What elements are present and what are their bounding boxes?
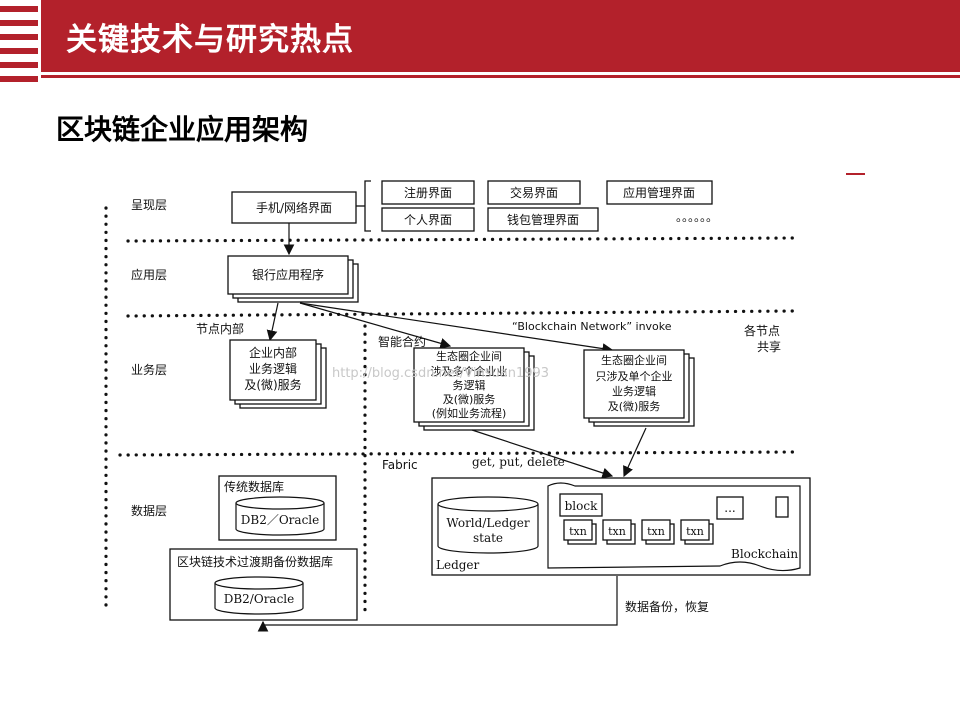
blockchain-label: Blockchain: [731, 547, 798, 561]
mobile-web-interface-box: [231, 191, 357, 224]
txn-box-1: [563, 519, 593, 541]
single-enterprise-line4: 及(微)服务: [608, 399, 661, 413]
internal-service-line2: 业务逻辑: [249, 361, 297, 376]
arrow-app-to-multi: [299, 302, 452, 349]
txn-label-4: txn: [686, 525, 704, 538]
arrow-app-to-internal: [266, 302, 279, 342]
wallet-management-interface-label: 钱包管理界面: [507, 212, 579, 227]
multi-enterprise-box: [413, 347, 525, 423]
txn-box-3: [641, 519, 671, 541]
block-label: block: [565, 499, 598, 513]
register-interface-label: 注册界面: [404, 185, 452, 200]
traditional-db-cylinder-top: [235, 496, 325, 510]
page-title: 关键技术与研究热点: [66, 22, 354, 58]
multi-enterprise-line5: (例如业务流程): [432, 406, 507, 420]
smart-contract-label: 智能合约: [378, 334, 426, 349]
backup-restore-label: 数据备份，恢复: [625, 599, 709, 614]
layer-label-application: 应用层: [131, 267, 167, 282]
block-box: [559, 493, 603, 517]
single-enterprise-line3: 业务逻辑: [612, 384, 656, 398]
bank-app-box: [227, 255, 349, 295]
multi-enterprise-line1: 生态圈企业间: [436, 349, 502, 363]
transition-db-cylinder-top: [214, 576, 304, 590]
personal-interface-label: 个人界面: [404, 213, 452, 227]
header-bar: [41, 0, 960, 72]
trade-interface-label: 交易界面: [510, 185, 558, 200]
wallet-management-interface-box: [487, 207, 599, 232]
get-put-delete-label: get, put, delete: [472, 455, 565, 469]
layer-separator: [118, 450, 797, 457]
transition-db-label: 区块链技术过渡期备份数据库: [177, 554, 333, 569]
ledger-label: Ledger: [436, 558, 480, 572]
multi-enterprise-line4: 及(微)服务: [443, 392, 496, 406]
layer-label-presentation: 呈现层: [131, 198, 167, 212]
layer-label-business: 业务层: [131, 362, 167, 377]
trade-interface-box: [487, 180, 581, 205]
single-enterprise-line1: 生态圈企业间: [601, 353, 667, 367]
world-state-line1: World/Ledger: [446, 516, 530, 530]
world-state-cylinder: [437, 504, 539, 554]
section-subtitle: 区块链企业应用架构: [56, 113, 309, 146]
internal-service-line1: 企业内部: [249, 345, 297, 360]
watermark: http://blog.csdn.net/Vinsuan1993: [332, 366, 549, 381]
shared-label-line2: 共享: [757, 339, 781, 354]
txn-box-4: [680, 519, 710, 541]
shared-label-line1: 各节点: [744, 323, 780, 338]
node-internal-label: 节点内部: [196, 321, 244, 336]
traditional-db-engine: DB2／Oracle: [241, 513, 319, 527]
more-interfaces-ellipsis: 。。。。。。: [676, 210, 718, 224]
transition-db-engine: DB2/Oracle: [224, 592, 295, 606]
mobile-web-interface-label: 手机/网络界面: [256, 200, 332, 215]
multi-enterprise-line2: 涉及多个企业业: [431, 364, 508, 378]
single-enterprise-line2: 只涉及单个企业: [596, 369, 673, 383]
personal-interface-box: [381, 207, 475, 232]
ellipsis-box: [716, 496, 744, 520]
arrow-app-to-single: [299, 302, 614, 354]
register-interface-box: [381, 180, 475, 205]
arrow-multi-to-ledger: [471, 429, 614, 479]
header-underline: [41, 75, 960, 78]
app-management-interface-label: 应用管理界面: [623, 185, 695, 200]
traditional-db-cylinder: [235, 503, 325, 536]
layer-label-data: 数据层: [131, 503, 167, 518]
header-stripes-decoration: [0, 0, 38, 85]
ui-group-bracket: [364, 180, 371, 232]
ellipsis-label: ...: [724, 501, 735, 515]
transition-db-cylinder: [214, 583, 304, 615]
layer-separator: [126, 236, 797, 243]
fabric-label: Fabric: [382, 458, 418, 472]
app-management-interface-box: [606, 180, 713, 205]
world-state-cylinder-top: [437, 496, 539, 512]
traditional-db-label: 传统数据库: [224, 479, 284, 494]
txn-label-2: txn: [608, 525, 626, 538]
txn-box-2: [602, 519, 632, 541]
multi-enterprise-line3: 务逻辑: [453, 378, 486, 392]
txn-label-3: txn: [647, 525, 665, 538]
invoke-label: “Blockchain Network” invoke: [512, 320, 672, 333]
next-block-box: [775, 496, 789, 518]
layer-separator: [126, 309, 797, 318]
internal-service-box: [229, 339, 317, 401]
txn-label-1: txn: [569, 525, 587, 538]
bank-app-label: 银行应用程序: [252, 267, 324, 282]
arrow-single-to-ledger: [623, 427, 647, 478]
single-enterprise-box: [583, 349, 685, 419]
world-state-line2: state: [473, 531, 503, 545]
internal-service-line3: 及(微)服务: [244, 377, 301, 392]
